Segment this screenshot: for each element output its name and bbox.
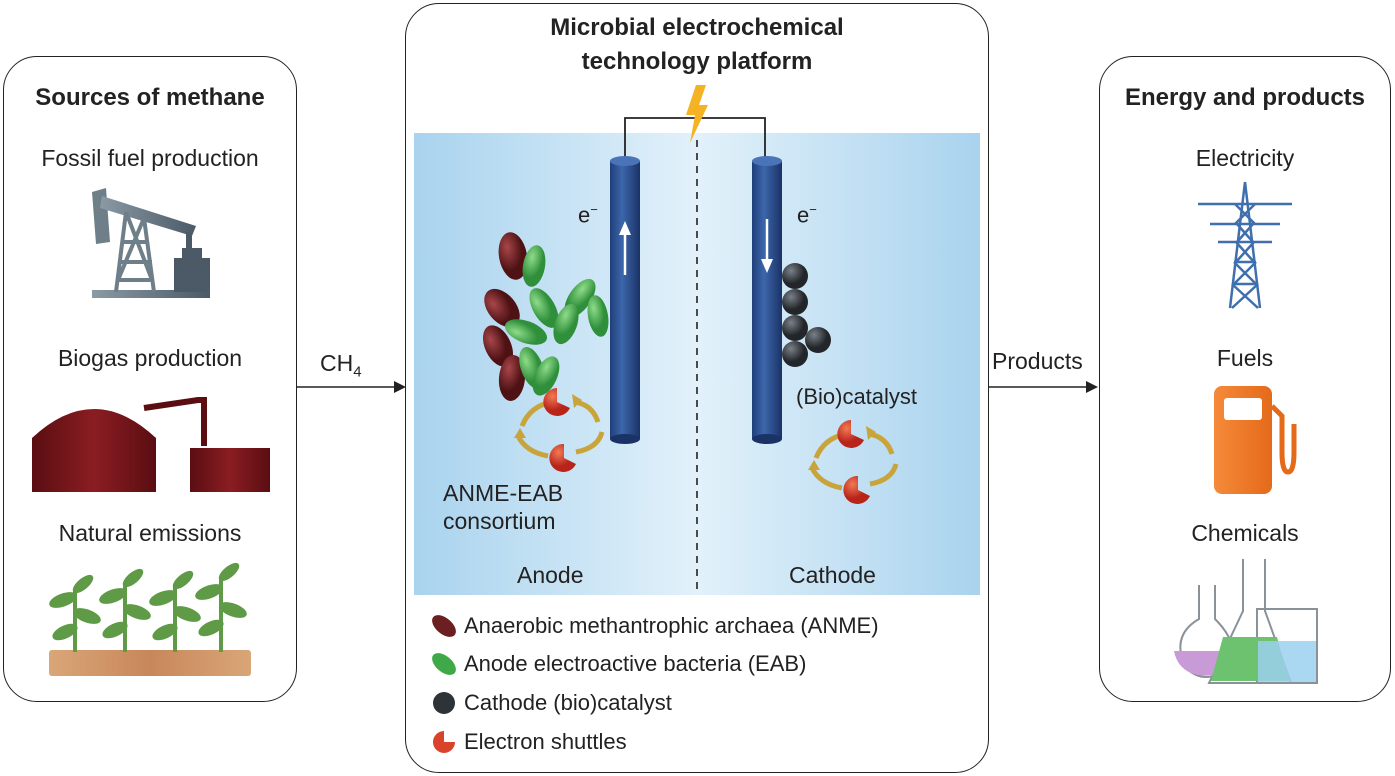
product-label-fuels: Fuels [1216,345,1274,371]
circuit-wire [624,117,766,167]
anode-electron-label: e− [578,202,598,228]
energy-panel [1099,56,1391,702]
energy-title: Energy and products [1124,84,1366,111]
red-shuttle-icon [433,731,455,753]
anme-eab-cluster [482,232,609,401]
consortium-label-line2: consortium [443,508,556,534]
biogas-tank-icon [32,397,270,492]
product-label-electricity: Electricity [1195,145,1295,171]
anode-shuttle-cycle [514,388,605,472]
platform-title-line2: technology platform [581,48,813,75]
lightning-icon [686,85,708,143]
platform-title-line1: Microbial electrochemical [550,14,844,41]
sources-panel [3,56,297,702]
pylon-icon [1198,181,1292,309]
source-label-biogas: Biogas production [57,345,243,371]
legend-label-shuttles: Electron shuttles [464,729,627,754]
products-arrow [988,381,1098,393]
cathode-electrode [752,156,782,444]
membrane-divider [696,140,698,590]
methane-arrow [296,381,406,393]
anode-label: Anode [517,562,584,588]
legend-item-eab: Anode electroactive bacteria (EAB) [428,647,806,681]
legend-label-anme: Anaerobic methantrophic archaea (ANME) [464,613,879,638]
sources-title: Sources of methane [35,84,265,111]
plants-icon [49,562,251,676]
cathode-electron-label: e− [797,202,817,228]
lab-glassware-icon [1174,559,1318,684]
products-label: Products [992,348,1083,374]
catalyst-label: (Bio)catalyst [796,384,918,409]
anode-electrode [610,156,640,444]
legend-label-catalyst: Cathode (bio)catalyst [464,690,672,715]
consortium-label-line1: ANME-EAB [443,480,564,506]
dark-sphere-icon [433,692,455,714]
oil-pump-icon [92,188,210,298]
legend-item-catalyst: Cathode (bio)catalyst [428,686,672,720]
methane-label: CH4 [320,350,362,381]
green-ellipse-icon [432,653,456,675]
legend-label-eab: Anode electroactive bacteria (EAB) [464,651,807,676]
dark-red-ellipse-icon [432,615,456,637]
fuel-pump-icon [1214,386,1297,494]
source-label-fossil: Fossil fuel production [41,145,259,171]
source-label-natural: Natural emissions [58,520,242,546]
cathode-shuttle-cycle [808,420,899,504]
cathode-catalyst-cluster [782,263,831,367]
legend-item-shuttles: Electron shuttles [428,725,627,759]
legend-item-anme: Anaerobic methantrophic archaea (ANME) [428,609,879,643]
product-label-chemicals: Chemicals [1191,520,1299,546]
cathode-label: Cathode [789,562,876,588]
